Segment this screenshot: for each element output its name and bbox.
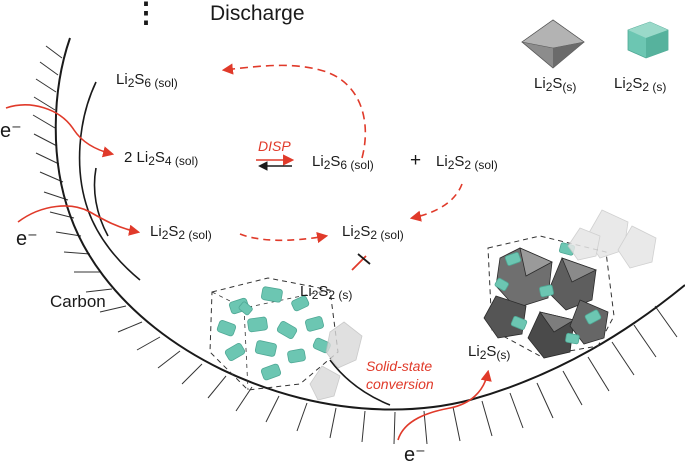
electron-arrow-2 [17,205,141,236]
carbon-surface [54,37,685,411]
carbon-hatching [32,45,678,445]
disp-label: DISP [258,138,291,154]
species-li2s6-mid: Li2S6 (sol) [312,153,374,172]
arrow-li2s6-return [221,63,367,159]
solid-state-label-2: conversion [366,376,434,392]
species-li2s2-solid: Li2S2 (s) [300,283,353,302]
solid-state-label-1: Solid-state [366,358,433,374]
legend-li2s-icon [521,19,585,69]
deposit-layer-outline-3 [329,359,391,406]
species-li2s2-center: Li2S2 (sol) [342,223,404,242]
ellipsis: ⋮ [132,0,160,28]
electron-label-3: e⁻ [404,444,426,466]
li2s-crystal-cluster [483,209,657,359]
plus-sign: + [410,150,422,171]
species-li2s-solid: Li2S(s) [468,343,511,362]
species-li2s6-top: Li2S6 (sol) [116,71,178,90]
li2s2-crystal-cluster [209,277,363,401]
electron-arrow-1 [5,104,115,158]
electron-arrow-3 [397,369,492,441]
deposit-layer-outline [78,81,141,281]
legend-li2s2-label: Li2S2 (s) [614,75,667,94]
arrow-li2s2-right-down [409,183,463,222]
diagram-title: Discharge [210,2,305,25]
species-li2s2-right: Li2S2 (sol) [436,153,498,172]
precip-arrow-black [357,253,371,265]
carbon-label: Carbon [50,292,106,311]
deposit-layer-outline-2 [93,167,109,237]
species-li2s4: 2 Li2S4 (sol) [124,149,199,168]
arrow-li2s2-left-right [239,232,329,244]
legend-li2s2-icon [627,21,669,59]
electron-label-2: e⁻ [16,228,38,250]
legend-li2s-label: Li2S(s) [534,75,577,94]
electron-label-1: e⁻ [0,120,22,142]
species-li2s2-left: Li2S2 (sol) [150,223,212,242]
